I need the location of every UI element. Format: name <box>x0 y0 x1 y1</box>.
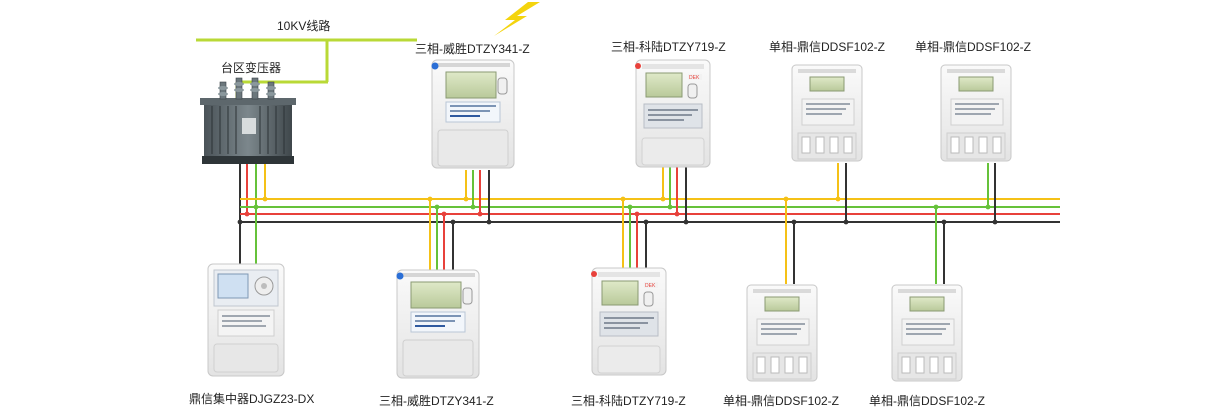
concentrator-icon <box>207 263 285 377</box>
svg-text:DEK: DEK <box>645 283 656 289</box>
three-phase-meter-icon <box>396 269 480 379</box>
single-phase-meter-icon <box>891 284 963 382</box>
junction-dots <box>237 196 998 225</box>
bottom-meter-4-label: 单相-鼎信DDSF102-Z <box>869 394 986 408</box>
top-meter-3-label: 单相-鼎信DDSF102-Z <box>769 40 886 54</box>
bottom-meter-2-label: 三相-科陆DTZY719-Z <box>571 394 686 408</box>
transformer-label: 台区变压器 <box>221 61 282 75</box>
lightning-icon <box>494 2 540 36</box>
concentrator-label: 鼎信集中器DJGZ23-DX <box>189 392 315 406</box>
power-bus <box>240 198 1060 223</box>
top-meter-4-label: 单相-鼎信DDSF102-Z <box>915 40 1032 54</box>
three-phase-meter-icon: DEK <box>635 59 711 168</box>
single-phase-meter-icon <box>791 64 863 162</box>
transformer-icon <box>200 77 296 164</box>
three-phase-meter-icon: DEK <box>591 267 667 376</box>
top-meter-1-label: 三相-威胜DTZY341-Z <box>415 42 530 56</box>
three-phase-meter-icon <box>431 59 515 169</box>
single-phase-meter-icon <box>940 64 1012 162</box>
feeder-line-label: 10KV线路 <box>277 19 331 33</box>
top-meter-2-label: 三相-科陆DTZY719-Z <box>611 40 726 54</box>
bottom-meter-1-label: 三相-威胜DTZY341-Z <box>379 394 494 408</box>
bottom-drops <box>239 199 945 284</box>
top-drops <box>465 163 996 222</box>
single-phase-meter-icon <box>746 284 818 382</box>
bottom-meter-3-label: 单相-鼎信DDSF102-Z <box>723 394 840 408</box>
svg-text:DEK: DEK <box>689 75 700 81</box>
